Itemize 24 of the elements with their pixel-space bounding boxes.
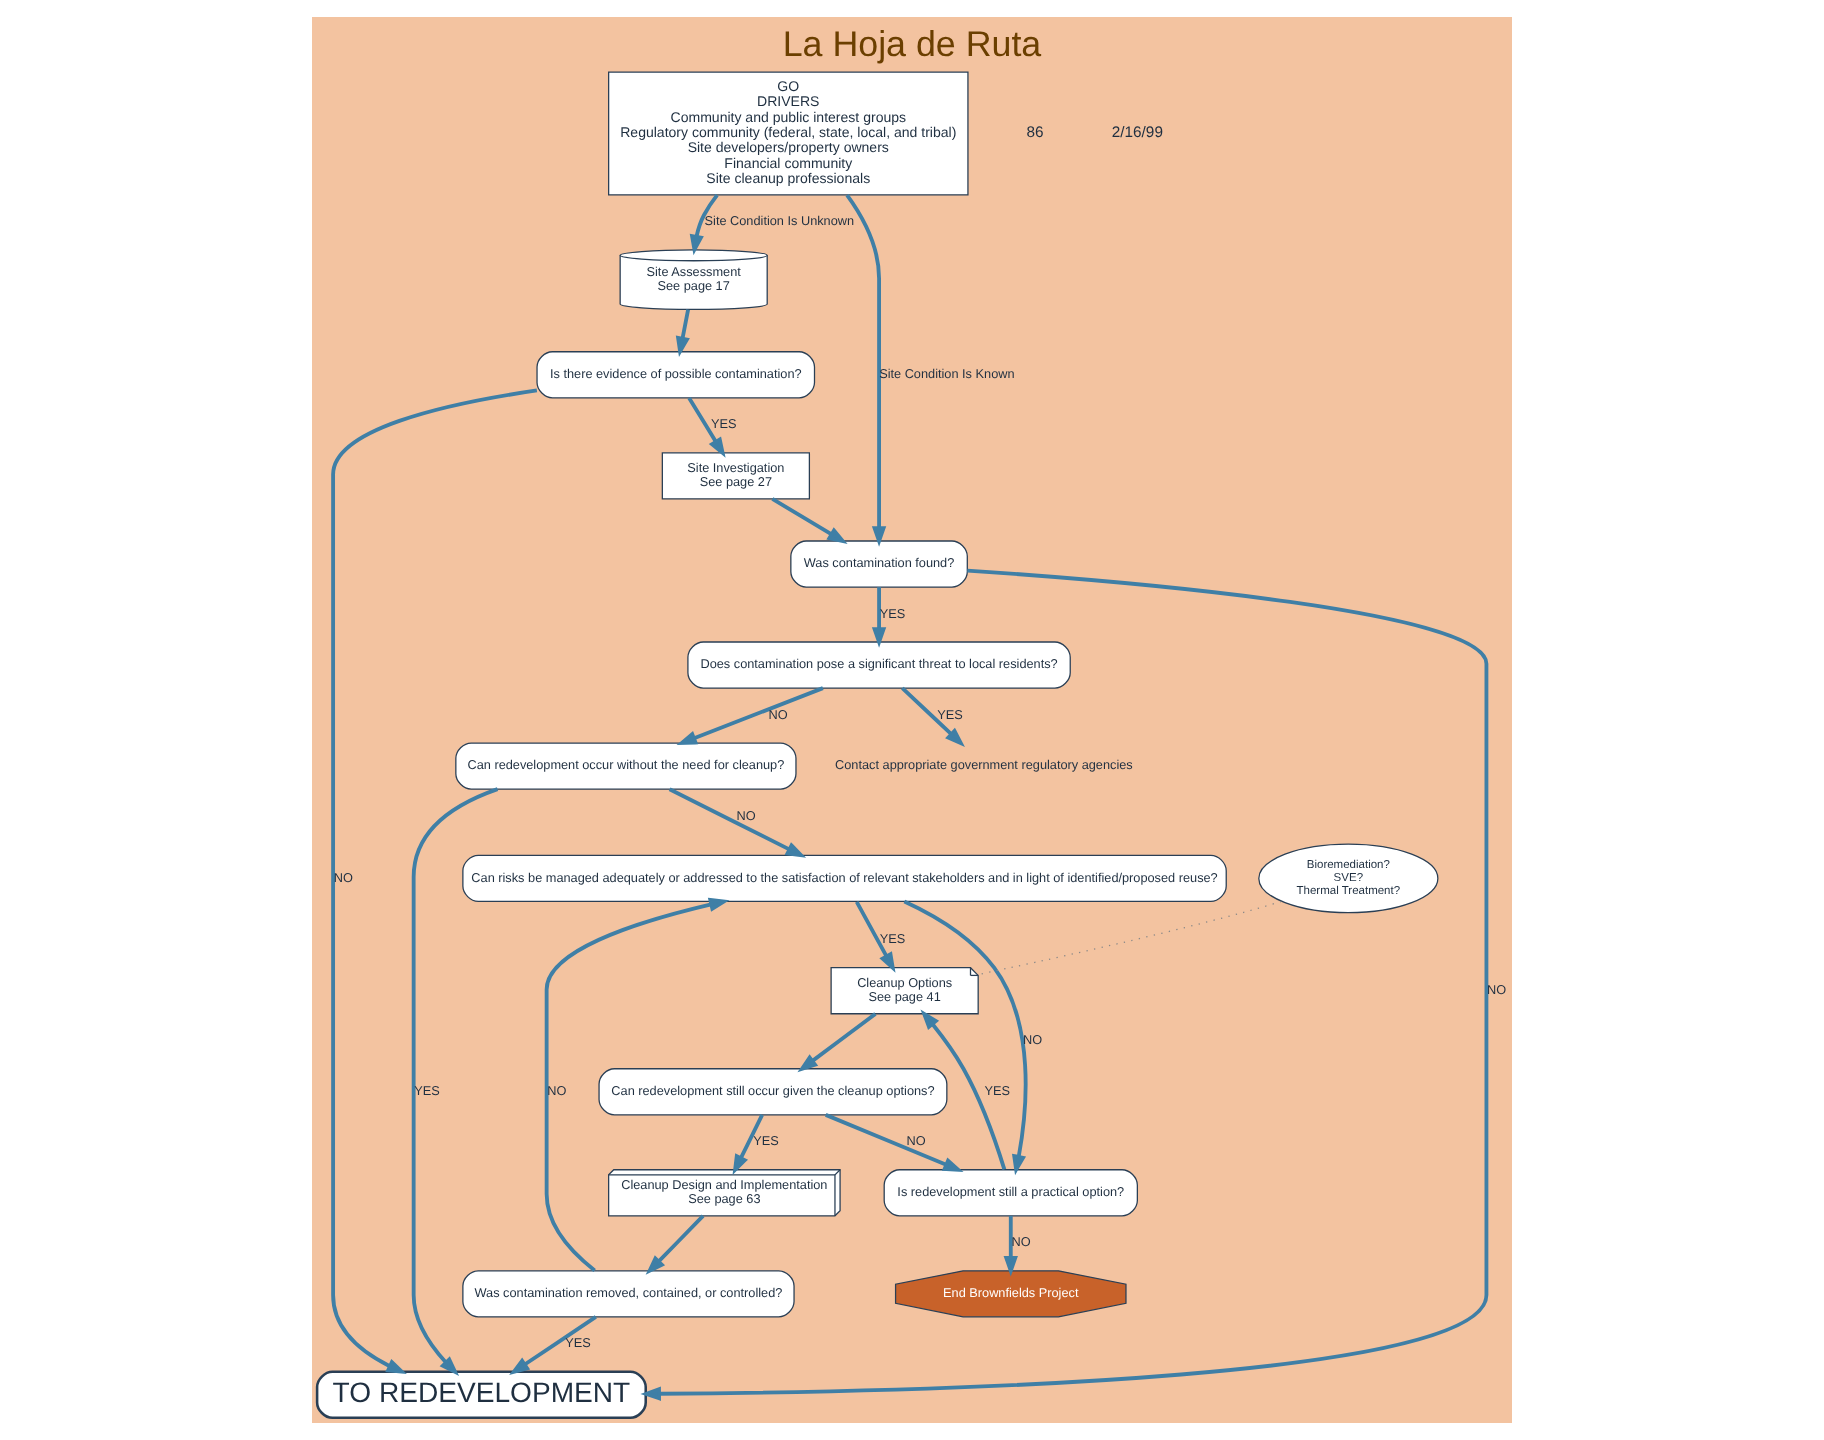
arrow <box>797 1012 877 1073</box>
arrow <box>845 194 887 547</box>
arrow <box>855 900 896 973</box>
arrow <box>668 787 807 858</box>
arrow <box>687 396 726 458</box>
arrow <box>544 897 730 1272</box>
arrow <box>1003 1215 1018 1277</box>
arrow <box>732 1114 764 1175</box>
arrow <box>411 787 499 1376</box>
arrow <box>509 1315 597 1375</box>
arrow <box>676 686 824 746</box>
arrow <box>645 1214 705 1275</box>
diagram-title: La Hoja de Ruta <box>782 23 1042 64</box>
arrow <box>689 194 719 256</box>
node-box: TO REDEVELOPMENT <box>315 1370 647 1420</box>
arrow <box>903 899 1028 1176</box>
arrow <box>640 568 1489 1401</box>
arrow <box>771 497 848 544</box>
arrow <box>825 1113 964 1172</box>
arrow <box>331 388 538 1375</box>
arrow <box>871 587 887 648</box>
arrow <box>901 686 965 747</box>
arrow <box>675 309 690 357</box>
arrow <box>920 1009 1007 1170</box>
